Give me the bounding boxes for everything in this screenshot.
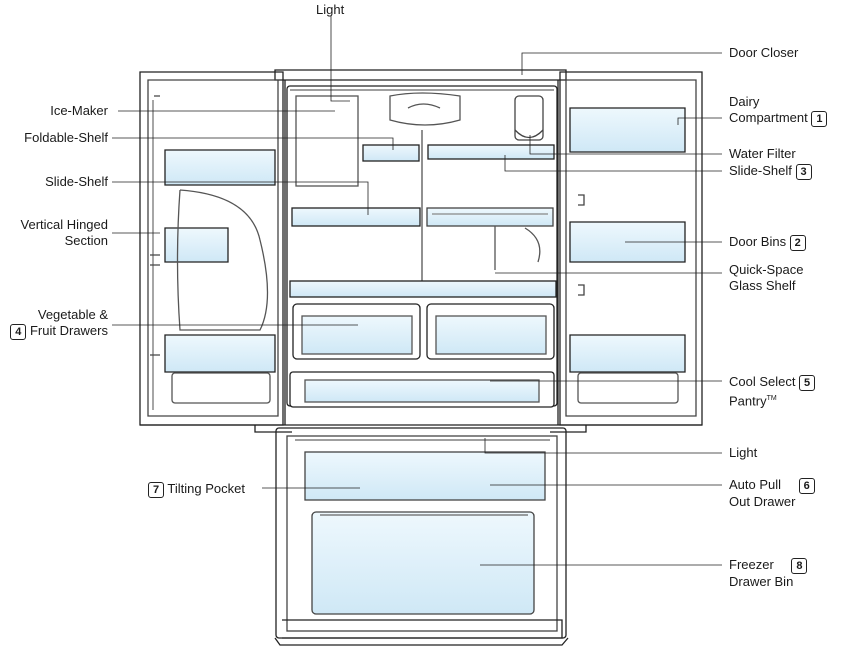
label-cool-select-pantry: Cool Select 5 PantryTM <box>729 374 816 409</box>
label-light-top: Light <box>316 2 345 17</box>
label-slide-shelf-left: Slide-Shelf <box>45 174 108 189</box>
trademark-sup: TM <box>766 394 777 402</box>
freezer-line2: Drawer Bin <box>729 573 794 589</box>
dairy-number-badge: 1 <box>811 110 828 127</box>
auto-number-badge: 6 <box>798 477 815 494</box>
veg-line2-text: Fruit Drawers <box>29 323 108 338</box>
cool-line1: Cool Select 5 <box>729 374 816 391</box>
dairy-compartment <box>569 107 686 153</box>
vertical-line2: Section <box>64 233 108 248</box>
water-filter <box>514 95 544 141</box>
quick-line1: Quick-Space <box>729 262 804 277</box>
auto-line1-text: Auto Pull <box>729 477 782 492</box>
label-door-closer: Door Closer <box>729 45 799 60</box>
label-water-filter: Water Filter <box>729 146 796 161</box>
label-ice-maker: Ice-Maker <box>50 103 108 118</box>
label-vertical-hinged-section: Vertical Hinged Section <box>5 217 108 249</box>
slide-shelf-right-text: Slide-Shelf <box>729 163 792 178</box>
door-bins-number-badge: 2 <box>789 234 806 251</box>
label-freezer-drawer-bin: Freezer 8 Drawer Bin <box>729 557 808 590</box>
cool-line2-text: Pantry <box>729 392 767 408</box>
label-door-bins: Door Bins 2 <box>729 234 806 251</box>
cool-line1-text: Cool Select <box>729 374 796 389</box>
auto-line2: Out Drawer <box>729 493 796 509</box>
dairy-line2-text: Compartment <box>729 110 808 125</box>
auto-line1: Auto Pull 6 <box>729 477 815 494</box>
tilting-text: Tilting Pocket <box>167 481 245 496</box>
freezer-number-badge: 8 <box>791 557 808 574</box>
label-dairy-compartment: Dairy Compartment 1 <box>729 94 828 127</box>
veg-number-badge: 4 <box>10 323 27 340</box>
label-slide-shelf-right: Slide-Shelf 3 <box>729 163 812 180</box>
label-foldable-shelf: Foldable-Shelf <box>24 130 108 145</box>
cool-line2: PantryTM <box>729 391 815 409</box>
veg-line1: Vegetable & <box>37 307 108 322</box>
freezer-line1-text: Freezer <box>729 557 774 572</box>
vertical-line1: Vertical Hinged <box>20 217 108 232</box>
label-quick-space-glass-shelf: Quick-Space Glass Shelf <box>729 262 803 294</box>
veg-line2: 4 Fruit Drawers <box>2 323 108 340</box>
freezer-line1: Freezer 8 <box>729 557 808 574</box>
label-vegetable-fruit-drawers: Vegetable & 4 Fruit Drawers <box>2 307 108 340</box>
quick-line2: Glass Shelf <box>729 278 796 293</box>
label-auto-pull-out-drawer: Auto Pull 6 Out Drawer <box>729 477 815 510</box>
label-tilting-pocket: 7 Tilting Pocket <box>148 481 245 498</box>
cool-number-badge: 5 <box>799 374 816 391</box>
slide-shelf-number-badge: 3 <box>795 163 812 180</box>
ice-maker-box <box>295 95 359 187</box>
dairy-line2: Compartment 1 <box>729 110 828 127</box>
tilting-number-badge: 7 <box>148 481 164 498</box>
door-bins-text: Door Bins <box>729 234 787 249</box>
label-light-bottom: Light <box>729 445 758 460</box>
dairy-line1: Dairy <box>729 94 760 109</box>
